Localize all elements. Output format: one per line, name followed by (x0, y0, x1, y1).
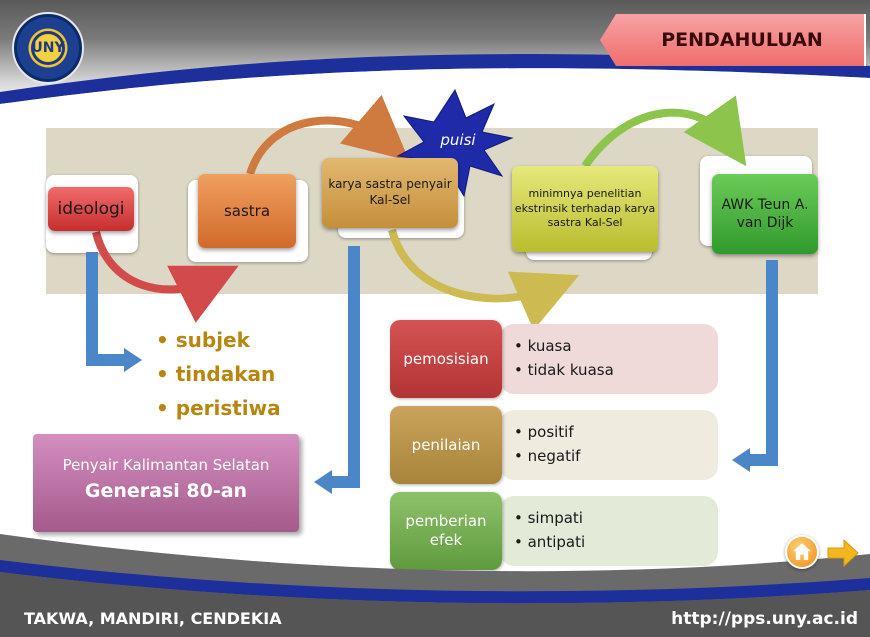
title-tab (600, 14, 866, 66)
university-logo: UNY (12, 12, 84, 84)
row-item: • kuasa (514, 337, 572, 355)
bullet-list: • subjek • tindakan • peristiwa (156, 323, 281, 425)
row-item: • positif (514, 423, 574, 441)
row-label-penilaian: penilaian (390, 406, 502, 484)
footer-url[interactable]: http://pps.uny.ac.id (671, 609, 858, 629)
row-items-pemosisian: • kuasa • tidak kuasa (514, 334, 614, 382)
penyair-box: Penyair Kalimantan Selatan Generasi 80-a… (33, 434, 299, 532)
footer-motto: TAKWA, MANDIRI, CENDEKIA (24, 609, 282, 628)
logo-emblem: UNY (31, 31, 65, 65)
row-items-pemberian-efek: • simpati • antipati (514, 506, 585, 554)
row-item: • simpati (514, 509, 583, 527)
row-item: • negatif (514, 447, 581, 465)
node-minimnya-penelitian: minimnya penelitian ekstrinsik terhadap … (512, 166, 658, 252)
bullet-item: • tindakan (156, 362, 276, 386)
footer-wave (0, 534, 870, 637)
row-panel-pemosisian (500, 324, 718, 394)
row-label-pemberian-efek: pemberian efek (390, 492, 502, 570)
node-sastra: sastra (198, 174, 296, 248)
home-icon[interactable] (785, 535, 819, 569)
row-item: • antipati (514, 533, 586, 551)
row-item: • tidak kuasa (514, 361, 614, 379)
bullet-item: • peristiwa (156, 396, 281, 420)
home-glyph (793, 543, 811, 560)
row-panel-penilaian (500, 410, 718, 480)
node-karya-sastra: karya sastra penyair Kal-Sel (322, 158, 458, 228)
slide-title: PENDAHULUAN (661, 29, 823, 51)
arrow-right-icon[interactable] (826, 538, 860, 568)
header-wave (0, 54, 870, 120)
node-awk: AWK Teun A. van Dijk (712, 174, 818, 254)
row-panel-pemberian-efek (500, 496, 718, 566)
row-label-pemosisian: pemosisian (390, 320, 502, 398)
node-ideologi: ideologi (48, 187, 134, 231)
bullet-item: • subjek (156, 328, 250, 352)
row-items-penilaian: • positif • negatif (514, 420, 580, 468)
penyair-subtitle: Penyair Kalimantan Selatan (62, 456, 270, 474)
star-label-puisi: puisi (440, 131, 476, 149)
penyair-title: Generasi 80-an (84, 480, 248, 502)
